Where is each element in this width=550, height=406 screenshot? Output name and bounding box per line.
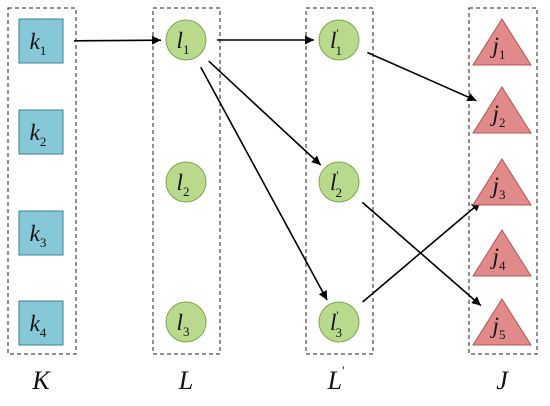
node-l2: l2	[165, 161, 207, 203]
node-prime: '	[336, 26, 338, 40]
node-base: k	[30, 29, 41, 54]
column-label-k: K	[31, 366, 51, 395]
node-label-k2: k2	[30, 120, 47, 149]
column-box-k	[7, 7, 77, 355]
node-base: k	[30, 311, 41, 336]
node-subscript: 1	[183, 42, 190, 57]
column-label-text: L	[178, 366, 193, 395]
node-shape-j3	[472, 158, 532, 206]
node-subscript: 2	[336, 185, 343, 200]
node-base: j	[490, 173, 499, 198]
node-subscript: 2	[499, 115, 506, 130]
column-label-lp: L'	[327, 363, 345, 395]
node-shape-k2	[18, 109, 64, 155]
node-label-j3: j3	[490, 173, 506, 202]
column-box-lp	[305, 7, 374, 355]
node-j4: j4	[472, 229, 532, 277]
node-base: l	[330, 28, 336, 53]
node-prime: '	[336, 308, 338, 322]
arrow-lp1-to-j2	[367, 51, 477, 102]
node-label-k4: k4	[30, 311, 47, 340]
node-lp3: l' 3	[318, 301, 360, 343]
column-box-j	[468, 7, 538, 355]
node-shape-lp2	[318, 161, 360, 203]
node-prime: '	[336, 168, 338, 182]
node-subscript: 1	[499, 47, 506, 62]
node-label-k1: k1	[30, 29, 47, 58]
node-subscript: 3	[40, 235, 47, 250]
arrow-lp3-to-j3	[362, 201, 482, 303]
column-label-text: J	[496, 366, 509, 395]
node-label-k3: k3	[30, 221, 47, 250]
node-label-l1: l1	[177, 28, 190, 57]
node-label-lp1: l' 1	[330, 26, 342, 58]
node-j1: j1	[472, 18, 532, 66]
node-shape-j5	[472, 298, 532, 346]
node-shape-lp1	[318, 19, 360, 61]
node-subscript: 2	[40, 134, 47, 149]
node-j5: j5	[472, 298, 532, 346]
column-label-j: J	[496, 366, 509, 395]
node-subscript: 5	[499, 327, 506, 342]
node-shape-l1	[165, 19, 207, 61]
arrow-k1-to-l1	[73, 35, 162, 45]
node-base: l	[330, 170, 336, 195]
node-k4: k4	[18, 300, 64, 346]
node-k3: k3	[18, 210, 64, 256]
node-subscript: 4	[40, 325, 47, 340]
node-label-j2: j2	[490, 101, 506, 130]
node-subscript: 3	[183, 324, 190, 339]
node-j2: j2	[472, 86, 532, 134]
node-base: k	[30, 221, 41, 246]
node-base: j	[490, 101, 499, 126]
node-label-lp2: l' 2	[330, 168, 342, 200]
node-l3: l3	[165, 301, 207, 343]
node-label-j4: j4	[490, 244, 506, 273]
node-shape-l3	[165, 301, 207, 343]
node-k2: k2	[18, 109, 64, 155]
node-lp1: l' 1	[318, 19, 360, 61]
node-shape-j4	[472, 229, 532, 277]
node-k1: k1	[18, 18, 64, 64]
arrow-l1-to-lp3	[200, 66, 328, 301]
node-base: l	[177, 310, 183, 335]
node-lp2: l' 2	[318, 161, 360, 203]
node-j3: j3	[472, 158, 532, 206]
column-label-text: K	[31, 366, 51, 395]
column-label-l: L	[178, 366, 193, 395]
node-shape-l2	[165, 161, 207, 203]
node-subscript: 3	[499, 187, 506, 202]
arrow-l1-to-lp2	[208, 60, 322, 166]
node-shape-j1	[472, 18, 532, 66]
node-label-j5: j5	[490, 313, 506, 342]
node-base: j	[490, 244, 499, 269]
node-label-j1: j1	[490, 33, 506, 62]
node-l1: l1	[165, 19, 207, 61]
node-shape-lp3	[318, 301, 360, 343]
column-label-text: L	[327, 366, 342, 395]
node-label-lp3: l' 3	[330, 308, 342, 340]
node-shape-k4	[18, 300, 64, 346]
node-base: l	[177, 170, 183, 195]
node-label-l3: l3	[177, 310, 190, 339]
node-base: j	[490, 33, 499, 58]
node-shape-k1	[18, 18, 64, 64]
node-shape-k3	[18, 210, 64, 256]
node-subscript: 3	[336, 325, 343, 340]
node-base: k	[30, 120, 41, 145]
node-subscript: 1	[336, 43, 343, 58]
node-base: l	[177, 28, 183, 53]
node-subscript: 1	[40, 43, 47, 58]
node-base: j	[490, 313, 499, 338]
node-label-l2: l2	[177, 170, 190, 199]
column-box-l	[152, 7, 221, 355]
column-label-prime: '	[342, 363, 344, 378]
arrow-lp2-to-j5	[361, 201, 482, 307]
node-base: l	[330, 310, 336, 335]
node-subscript: 2	[183, 184, 190, 199]
node-shape-j2	[472, 86, 532, 134]
node-subscript: 4	[499, 258, 506, 273]
